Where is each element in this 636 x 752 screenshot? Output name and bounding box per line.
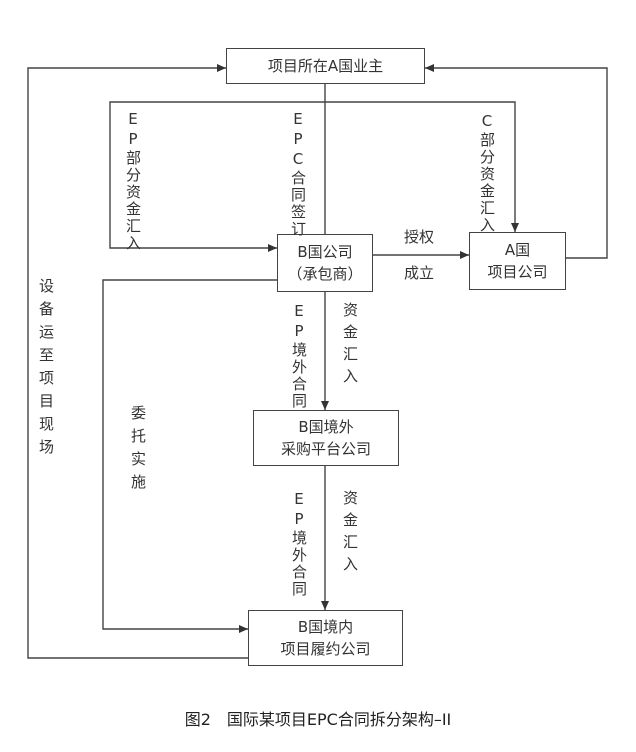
a-company-line1: A国 — [504, 241, 531, 259]
offshore-line1: B国境外 — [298, 418, 354, 436]
b-company-role: （承包商） — [287, 265, 363, 283]
figure-caption: 图2 国际某项目EPC合同拆分架构–II — [184, 710, 452, 729]
equipment-label: 设备运至项目现场 — [37, 278, 55, 462]
b-company-box: B国公司 （承包商） — [277, 234, 373, 292]
ep-offshore-contract-label-1: EP境外合同 — [290, 302, 308, 410]
fund-in-label-2: 资金汇入 — [341, 490, 359, 578]
owner-box: 项目所在A国业主 — [226, 48, 425, 84]
equipment-line — [27, 64, 248, 659]
c-remit-label: C部分资金汇入 — [478, 112, 496, 234]
authorize-label: 授权 — [404, 228, 435, 246]
fund-in-label-1: 资金汇入 — [341, 302, 359, 390]
domestic-line1: B国境内 — [297, 618, 354, 636]
offshore-line2: 采购平台公司 — [280, 440, 371, 458]
b-company-name: B国公司 — [297, 243, 353, 261]
domestic-company-box: B国境内 项目履约公司 — [248, 610, 403, 666]
ep-remit-line — [109, 101, 325, 252]
entrust-label: 委托实施 — [129, 405, 147, 497]
ep-remit-label: EP部分资金汇入 — [124, 110, 142, 252]
ep-offshore-contract-label-2: EP境外合同 — [290, 490, 308, 598]
offshore-platform-box: B国境外 采购平台公司 — [253, 410, 399, 466]
c-remit-line — [325, 101, 519, 232]
domestic-line2: 项目履约公司 — [280, 640, 371, 658]
owner-label: 项目所在A国业主 — [267, 57, 384, 75]
a-company-to-owner-line — [425, 64, 608, 259]
a-company-line2: 项目公司 — [487, 263, 548, 281]
a-project-company-box: A国 项目公司 — [469, 232, 566, 290]
establish-label: 成立 — [404, 264, 435, 282]
epc-contract-label: EPC合同签订 — [289, 110, 307, 238]
entrust-line — [102, 279, 277, 633]
